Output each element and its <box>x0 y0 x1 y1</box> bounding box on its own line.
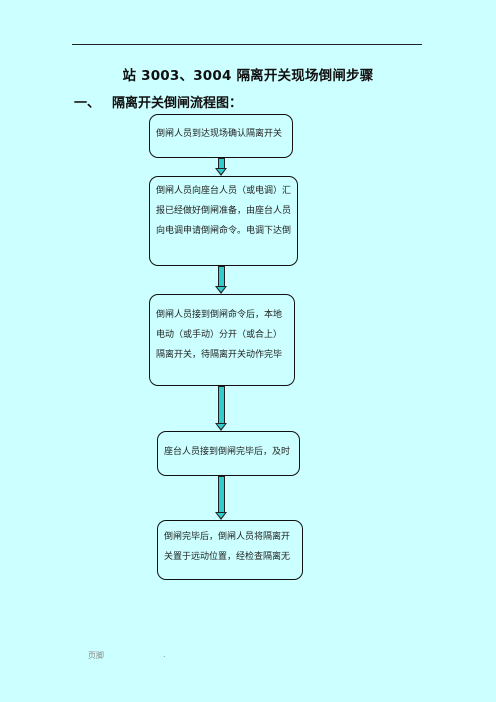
section-heading-text: 隔离开关倒闸流程图： <box>112 96 243 111</box>
flow-step-2-line-3: 向电调申请倒闸命令。电调下达倒 <box>156 226 292 236</box>
flow-step-1: 倒闸人员到达现场确认隔离开关 <box>149 114 293 158</box>
flow-step-3-line-2: 电动（或手动）分开（或合上） <box>156 330 283 340</box>
flow-arrow-4 <box>215 476 227 520</box>
flow-step-1-line-1: 倒闸人员到达现场确认隔离开关 <box>156 129 283 139</box>
flow-step-3: 倒闸人员接到倒闸命令后，本地 电动（或手动）分开（或合上） 隔离开关，待隔离开关… <box>149 294 295 386</box>
section-number: 一、 <box>74 96 101 111</box>
flow-step-2: 倒闸人员向座台人员（或电调）汇 报已经做好倒闸准备，由座台人员 向电调申请倒闸命… <box>149 176 298 266</box>
flow-step-4-line-1: 座台人员接到倒闸完毕后，及时 <box>164 447 291 457</box>
flow-step-3-line-1: 倒闸人员接到倒闸命令后，本地 <box>156 310 283 320</box>
flow-step-5-line-1: 倒闸完毕后，倒闸人员将隔离开 <box>164 532 291 542</box>
flow-step-4: 座台人员接到倒闸完毕后，及时 <box>157 431 300 476</box>
flow-arrow-2 <box>215 266 227 294</box>
footer-right: . <box>163 650 166 659</box>
header-rule <box>72 44 422 45</box>
document-title: 站 3003、3004 隔离开关现场倒闸步骤 <box>122 68 374 84</box>
flow-step-3-line-3: 隔离开关，待隔离开关动作完毕 <box>156 350 283 360</box>
flow-arrow-1 <box>215 158 227 176</box>
flow-step-5-line-2: 关置于远动位置，经检查隔离无 <box>164 552 291 562</box>
flow-step-5: 倒闸完毕后，倒闸人员将隔离开 关置于远动位置，经检查隔离无 <box>157 520 303 580</box>
flow-step-2-line-2: 报已经做好倒闸准备，由座台人员 <box>156 206 292 216</box>
footer-left: 页脚 <box>88 651 104 660</box>
section-heading: 一、隔离开关倒闸流程图： <box>74 92 242 111</box>
flow-arrow-3 <box>215 386 227 431</box>
flow-step-2-line-1: 倒闸人员向座台人员（或电调）汇 <box>156 186 292 196</box>
